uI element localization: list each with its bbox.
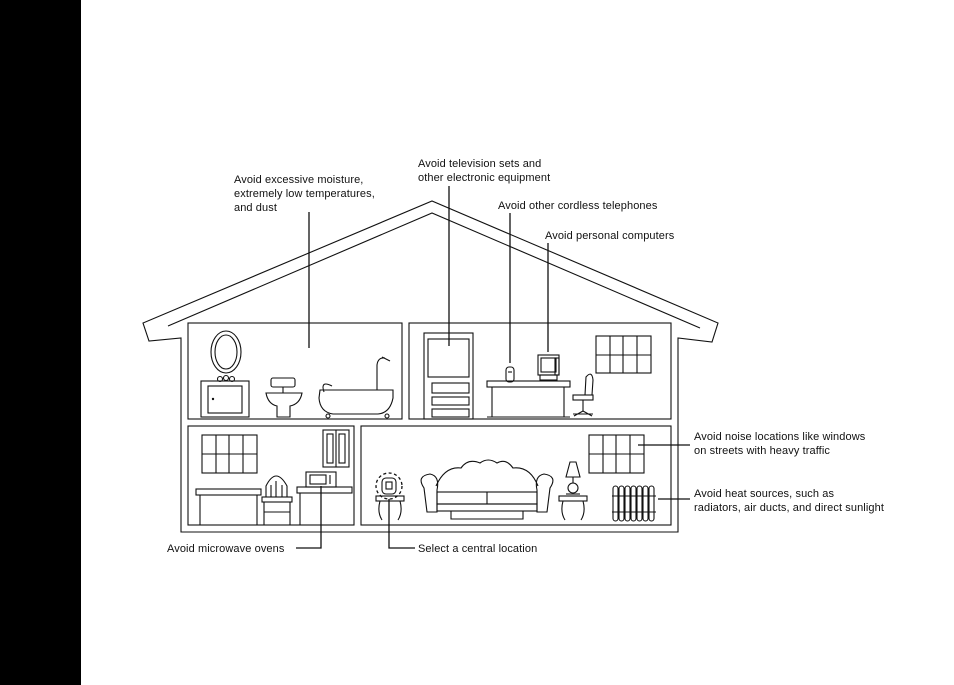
callout-microwave: Avoid microwave ovens: [167, 543, 285, 555]
window-icon: [588, 434, 645, 474]
callout-television: Avoid television sets and other electron…: [418, 158, 551, 184]
vanity-icon: [200, 374, 250, 418]
callout-cordless: Avoid other cordless telephones: [498, 200, 658, 212]
bathtub-icon: [318, 356, 394, 419]
room-living: [360, 425, 672, 526]
callout-noise: Avoid noise locations like windows on st…: [694, 431, 866, 457]
sofa-icon: [420, 459, 554, 520]
base-phone-icon: [375, 472, 403, 500]
mirror-icon: [210, 330, 242, 374]
leader-lines: [296, 186, 690, 549]
end-table-icon: [375, 495, 405, 521]
end-table-icon: [558, 495, 588, 521]
room-bathroom: [187, 322, 403, 420]
desk-icon: [486, 380, 571, 418]
microwave-icon: [305, 471, 337, 488]
window-icon: [201, 434, 258, 474]
counter-icon: [296, 486, 353, 525]
window-icon: [595, 335, 652, 374]
callout-central: Select a central location: [418, 543, 538, 555]
house-outline: [142, 200, 719, 533]
toilet-icon: [265, 377, 303, 418]
computer-icon: [537, 354, 560, 381]
callout-moisture: Avoid excessive moisture, extremely low …: [234, 174, 375, 214]
room-kitchen: [187, 425, 355, 526]
radiator-icon: [612, 485, 656, 522]
cabinet-icon: [322, 429, 350, 468]
cordless-phone-icon: [505, 366, 515, 383]
chair-icon: [261, 475, 293, 525]
callout-computers: Avoid personal computers: [545, 230, 675, 242]
chair-icon: [572, 373, 594, 417]
callout-heat: Avoid heat sources, such as radiators, a…: [694, 488, 884, 514]
room-office: [408, 322, 672, 420]
lamp-icon: [565, 461, 581, 495]
table-icon: [195, 488, 262, 525]
left-black-bar: [0, 0, 81, 685]
